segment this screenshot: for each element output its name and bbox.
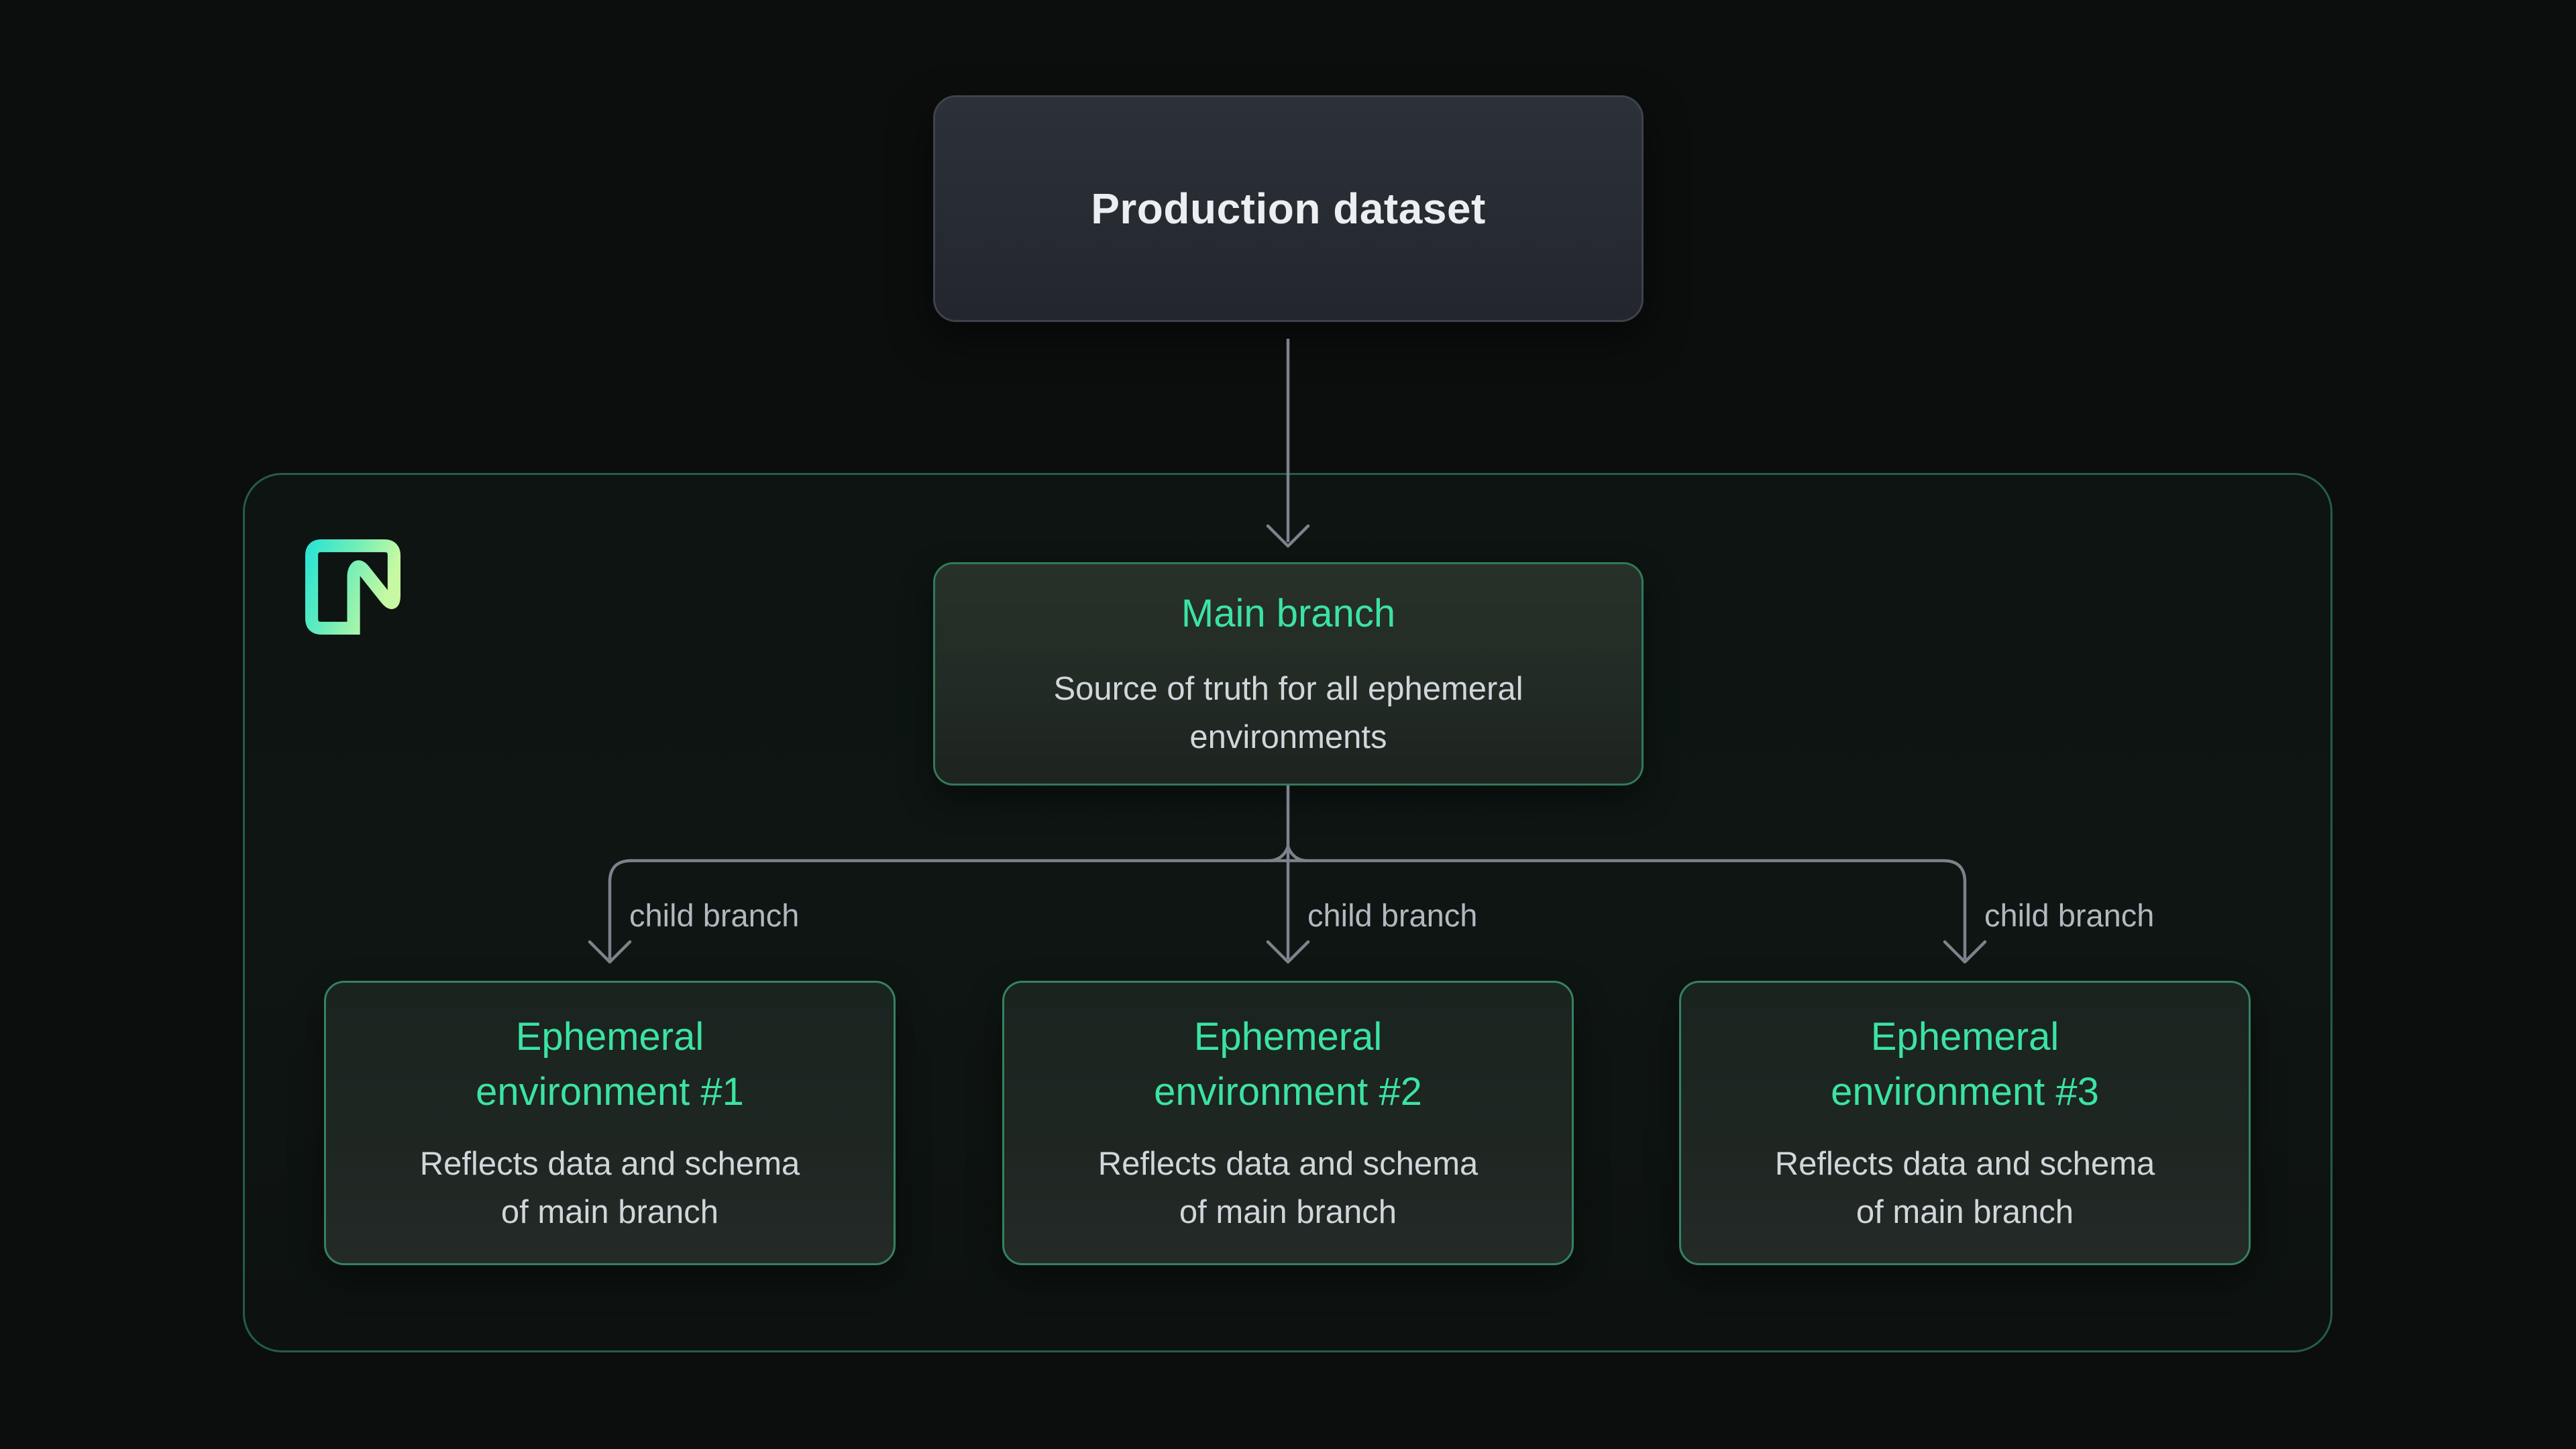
- ephemeral-environment-2-title: Ephemeral environment #2: [1154, 1014, 1422, 1114]
- edge-junction-fillet-left: [1270, 846, 1290, 863]
- ephemeral-environment-3-title: Ephemeral environment #3: [1831, 1014, 2099, 1114]
- ephemeral-environment-1-title: Ephemeral environment #1: [476, 1014, 744, 1114]
- arrowhead-environment-1-icon: [588, 940, 632, 964]
- edge-distribution-rail: [608, 859, 1967, 959]
- node-ephemeral-environment-1: Ephemeral environment #1 Reflects data a…: [324, 981, 896, 1265]
- ephemeral-environment-1-subtitle: Reflects data and schema of main branch: [419, 1146, 800, 1231]
- ephemeral-environment-3-subtitle: Reflects data and schema of main branch: [1774, 1146, 2155, 1231]
- edge-label-child-branch-3: child branch: [1984, 898, 2155, 933]
- node-ephemeral-environment-3: Ephemeral environment #3 Reflects data a…: [1679, 981, 2251, 1265]
- ephemeral-environment-2-subtitle: Reflects data and schema of main branch: [1097, 1146, 1479, 1231]
- node-production-dataset: Production dataset: [933, 95, 1644, 322]
- edge-label-child-branch-1: child branch: [629, 898, 800, 933]
- main-branch-title: Main branch: [1181, 592, 1396, 636]
- arrowhead-main-branch-icon: [1266, 524, 1310, 548]
- edge-label-child-branch-2: child branch: [1307, 898, 1478, 933]
- node-ephemeral-environment-2: Ephemeral environment #2 Reflects data a…: [1002, 981, 1574, 1265]
- production-dataset-title: Production dataset: [1091, 184, 1486, 233]
- neon-logo-icon: [305, 539, 400, 635]
- edge-junction-fillet-right: [1286, 846, 1306, 863]
- main-branch-subtitle: Source of truth for all ephemeral enviro…: [1053, 670, 1523, 755]
- neon-logo-path: [305, 539, 400, 635]
- arrowhead-environment-3-icon: [1943, 940, 1987, 964]
- arrowhead-environment-2-icon: [1266, 940, 1310, 964]
- node-main-branch: Main branch Source of truth for all ephe…: [933, 562, 1644, 786]
